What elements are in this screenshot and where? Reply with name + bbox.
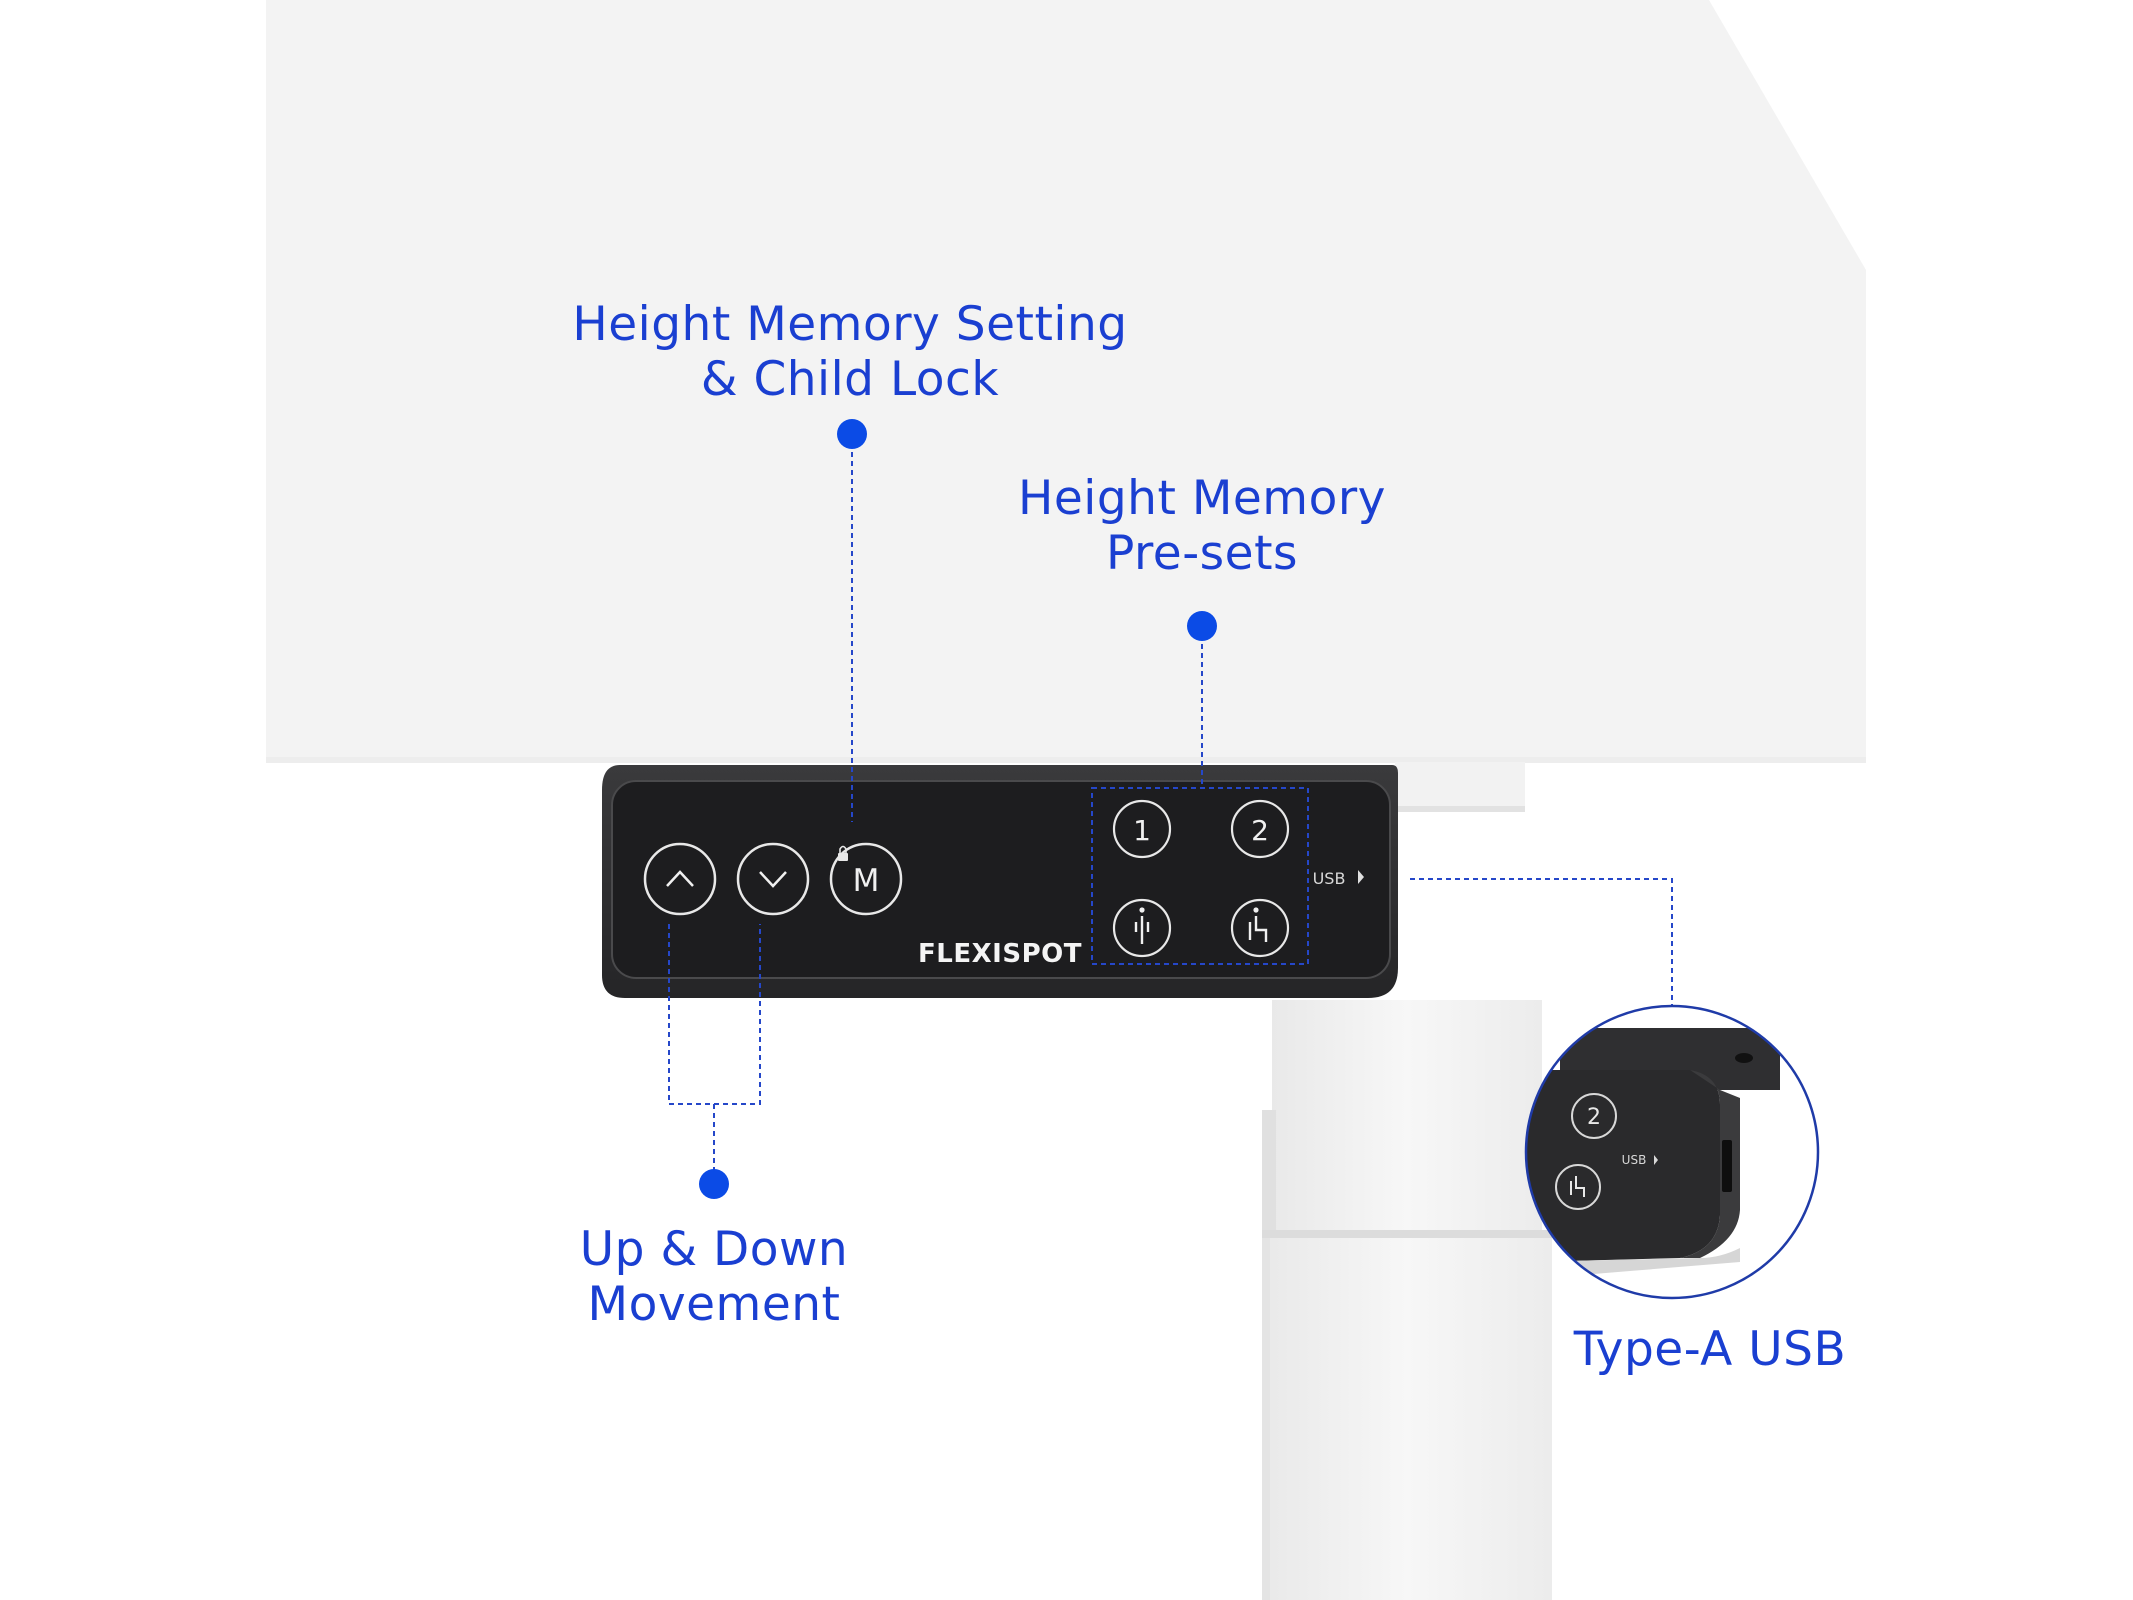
sitting-person-icon bbox=[1248, 907, 1268, 942]
inset-preset-label: 2 bbox=[1587, 1105, 1601, 1130]
preset-stand-button[interactable] bbox=[1112, 898, 1172, 958]
usb-inset: 2 USB bbox=[1524, 1004, 1820, 1300]
preset-1-label: 1 bbox=[1133, 814, 1151, 847]
preset-sit-button[interactable] bbox=[1230, 898, 1290, 958]
usb-arrow-icon bbox=[1358, 870, 1364, 884]
memory-button[interactable]: M bbox=[829, 842, 903, 916]
inset-sitting-icon bbox=[1570, 1176, 1585, 1197]
standing-person-icon bbox=[1134, 907, 1150, 944]
chevron-up-icon bbox=[666, 870, 694, 887]
lock-icon bbox=[838, 845, 848, 861]
memory-button-label: M bbox=[853, 863, 880, 899]
marker-memory-setting bbox=[837, 419, 867, 449]
down-button[interactable] bbox=[736, 842, 810, 916]
usb-port-label: USB bbox=[1313, 869, 1346, 888]
preset-1-button[interactable]: 1 bbox=[1112, 799, 1172, 859]
desk-top bbox=[266, 0, 1866, 762]
chevron-down-icon bbox=[759, 871, 787, 888]
desk-top-edge bbox=[266, 757, 1866, 763]
label-up-down: Up & Down Movement bbox=[579, 1222, 849, 1332]
marker-up-down bbox=[699, 1169, 729, 1199]
label-memory-setting: Height Memory Setting & Child Lock bbox=[572, 297, 1128, 407]
control-panel bbox=[602, 765, 1398, 998]
inset-usb-label: USB bbox=[1622, 1153, 1647, 1167]
preset-2-label: 2 bbox=[1251, 814, 1269, 847]
label-memory-presets: Height Memory Pre-sets bbox=[1018, 471, 1386, 581]
up-button[interactable] bbox=[643, 842, 717, 916]
desk-leg bbox=[1262, 762, 1552, 1600]
callout-lines bbox=[668, 434, 1673, 1184]
label-usb-type: Type-A USB bbox=[1573, 1322, 1847, 1377]
brand-logo: FLEXISPOT bbox=[918, 939, 1082, 969]
preset-2-button[interactable]: 2 bbox=[1230, 799, 1290, 859]
marker-memory-presets bbox=[1187, 611, 1217, 641]
